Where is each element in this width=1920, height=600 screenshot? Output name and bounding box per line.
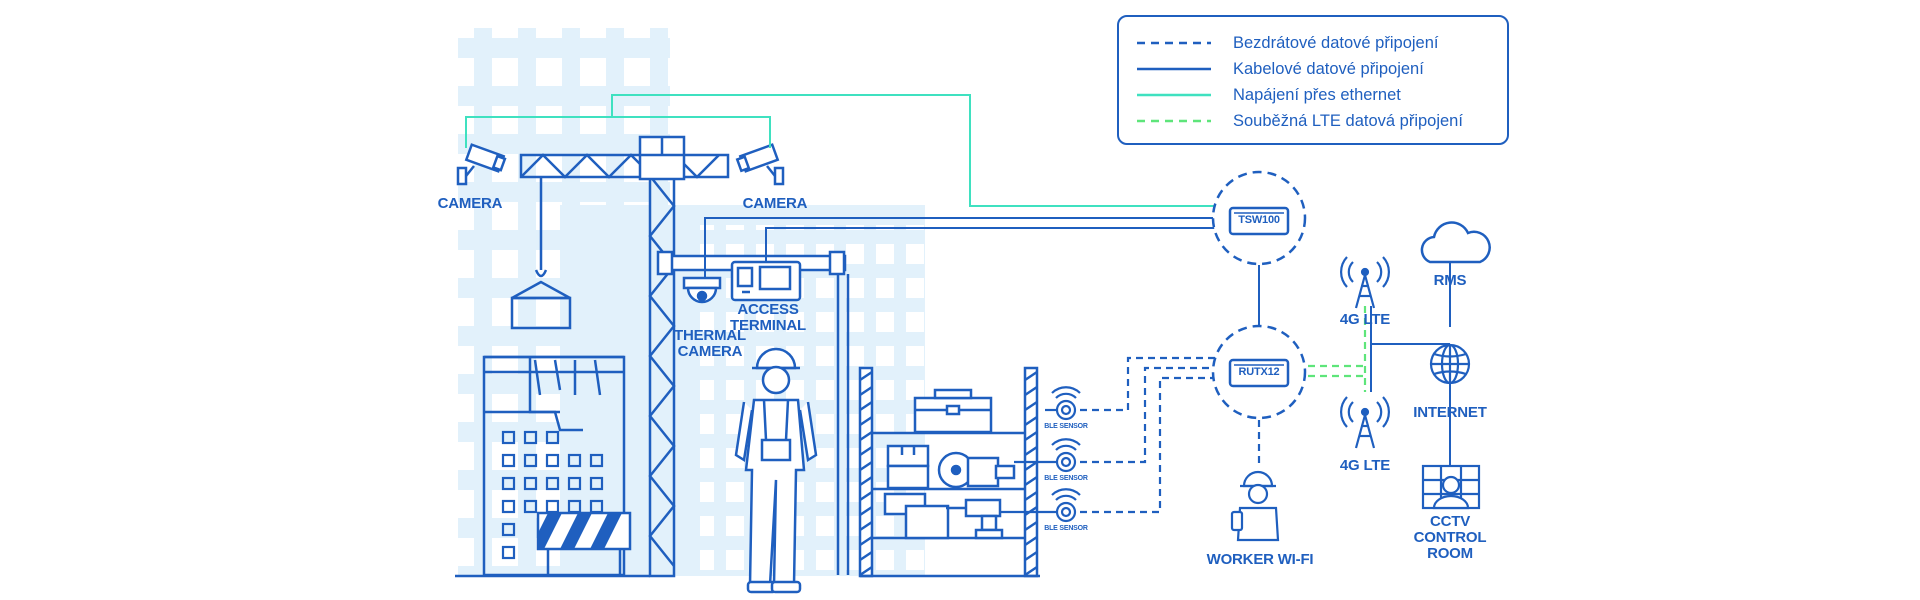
ble-sensor-label: BLE SENSOR	[1044, 423, 1088, 430]
rms-label: RMS	[1433, 272, 1467, 289]
ble-sensor-label: BLE SENSOR	[1044, 475, 1088, 482]
building-windows	[501, 430, 604, 560]
globe-icon	[1429, 343, 1471, 385]
tsw100-label: TSW100	[1238, 214, 1280, 226]
antenna-icon	[1340, 396, 1390, 449]
wireless-connections	[1080, 356, 1261, 514]
barrier-icon	[536, 511, 632, 575]
toolbox-icon	[913, 388, 993, 434]
ble-sensor-icon	[1000, 488, 1081, 523]
cctv-label: CCTV CONTROL ROOM	[1413, 513, 1487, 562]
legend-label: Bezdrátové datové připojení	[1233, 33, 1439, 52]
router-node	[1211, 324, 1307, 420]
drill-icon	[946, 498, 1004, 540]
thermal-camera-label: THERMAL CAMERA	[674, 327, 746, 360]
rutx12-label: RUTX12	[1238, 366, 1280, 378]
legend-label: Souběžná LTE datová připojení	[1233, 111, 1463, 130]
legend-item-lte: Souběžná LTE datová připojení	[1137, 109, 1463, 133]
router-icon	[1228, 358, 1290, 388]
ble-sensor-icon	[1014, 438, 1081, 473]
ble-sensor-label: BLE SENSOR	[1044, 525, 1088, 532]
worker-icon	[734, 347, 818, 594]
internet-label: INTERNET	[1413, 404, 1487, 421]
legend: Bezdrátové datové připojení Kabelové dat…	[1117, 15, 1509, 145]
legend-label: Napájení přes ethernet	[1233, 85, 1401, 104]
legend-item-wired: Kabelové datové připojení	[1137, 57, 1424, 81]
poe-connections	[465, 94, 1236, 207]
camera-label: CAMERA	[437, 195, 503, 212]
saw-icon	[937, 451, 1016, 489]
solid-line-icon	[1137, 67, 1211, 71]
ble-sensor-icon	[1045, 386, 1081, 421]
background-buildings	[458, 28, 925, 576]
monitor-icon	[1421, 464, 1481, 510]
switch-icon	[1228, 206, 1290, 236]
lte-connections	[1308, 306, 1367, 392]
access-terminal-label: ACCESS TERMINAL	[730, 301, 806, 334]
green-dashed-line-icon	[1137, 119, 1211, 123]
crane-icon	[510, 135, 730, 578]
legend-item-poe: Napájení přes ethernet	[1137, 83, 1401, 107]
teal-line-icon	[1137, 93, 1211, 97]
cloud-icon	[1420, 221, 1491, 264]
camera-label: CAMERA	[742, 195, 808, 212]
access-terminal-icon	[730, 260, 802, 302]
worker-icon	[1230, 470, 1280, 542]
legend-item-wireless: Bezdrátové datové připojení	[1137, 31, 1438, 55]
lte-label: 4G LTE	[1339, 457, 1391, 474]
camera-icon	[456, 143, 507, 186]
boxes-icon	[883, 444, 950, 540]
antenna-icon	[1340, 256, 1390, 309]
wired-connections	[704, 217, 1451, 466]
switch-node	[1211, 170, 1307, 266]
lte-label: 4G LTE	[1339, 311, 1391, 328]
worker-wifi-label: WORKER WI-FI	[1206, 551, 1314, 568]
legend-label: Kabelové datové připojení	[1233, 59, 1424, 78]
camera-icon	[735, 143, 785, 186]
thermal-camera-icon	[682, 276, 722, 304]
dashed-line-icon	[1137, 41, 1211, 45]
